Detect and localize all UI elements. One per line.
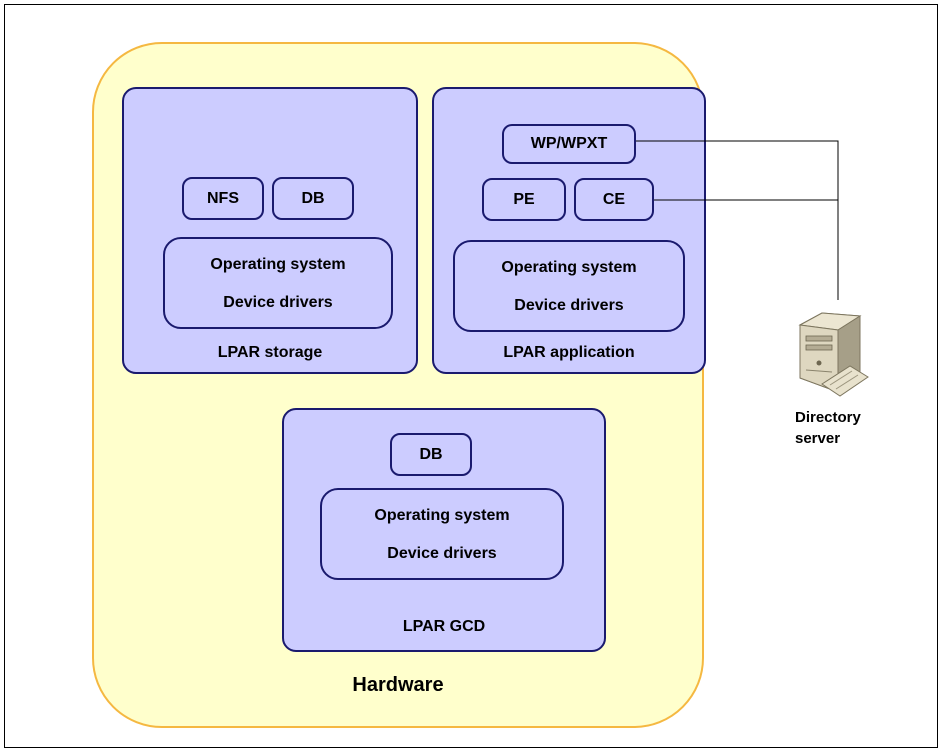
gcd-os-box: Operating system Device drivers [320, 488, 564, 580]
directory-server-line1: Directory [795, 409, 861, 426]
application-os-label: Operating system [501, 259, 637, 276]
hardware-label: Hardware [352, 674, 444, 696]
directory-server-label: Directory server [795, 407, 895, 449]
nfs-box: NFS [182, 177, 264, 220]
application-drivers-label: Device drivers [514, 297, 624, 314]
application-os-box: Operating system Device drivers [453, 240, 685, 332]
gcd-drivers-label: Device drivers [387, 545, 497, 562]
pe-box: PE [482, 178, 566, 221]
server-icon [798, 312, 869, 397]
lpar-gcd-label: LPAR GCD [402, 618, 486, 635]
storage-os-box: Operating system Device drivers [163, 237, 393, 329]
gcd-db-box: DB [390, 433, 472, 476]
ce-box: CE [574, 178, 654, 221]
wp-wpxt-connector [636, 140, 839, 300]
directory-server-line2: server [795, 430, 841, 447]
gcd-os-label: Operating system [374, 507, 510, 524]
storage-db-box: DB [272, 177, 354, 220]
lpar-application-label: LPAR application [503, 344, 635, 361]
lpar-storage-label: LPAR storage [217, 344, 323, 361]
storage-os-label: Operating system [210, 256, 346, 273]
wp-wpxt-box: WP/WPXT [502, 124, 636, 164]
storage-drivers-label: Device drivers [223, 294, 333, 311]
